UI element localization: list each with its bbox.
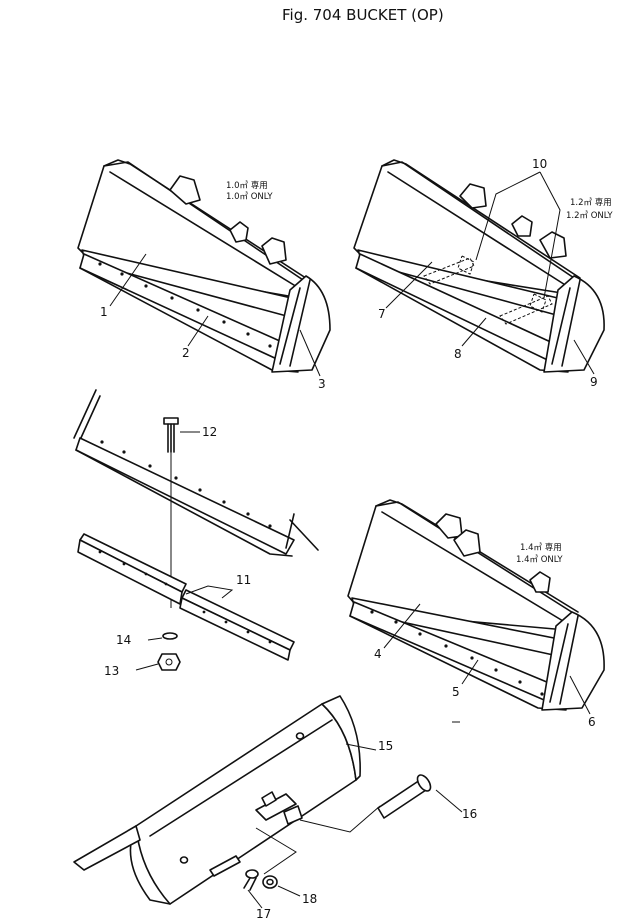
callout-18: 18	[302, 892, 317, 906]
svg-text:1.4㎥ 専用: 1.4㎥ 専用	[520, 542, 562, 553]
svg-text:1.0㎥ ONLY: 1.0㎥ ONLY	[226, 192, 273, 202]
callout-3: 3	[318, 377, 326, 391]
callout-16: 16	[462, 807, 477, 821]
callout-12: 12	[202, 425, 217, 439]
note-1-2: 1.2㎥ 専用 1.2㎥ ONLY	[566, 197, 613, 221]
bucket-1-2	[353, 159, 605, 375]
callout-8: 8	[454, 347, 462, 361]
callout-2: 2	[182, 346, 190, 360]
cutting-edge-detail	[73, 389, 319, 671]
callout-9: 9	[590, 375, 598, 389]
bucket-1-4	[347, 499, 605, 723]
figure-title: Fig. 704 BUCKET (OP)	[282, 6, 444, 24]
svg-text:1.2㎥ 専用: 1.2㎥ 専用	[570, 197, 612, 208]
svg-text:1.2㎥ ONLY: 1.2㎥ ONLY	[566, 211, 613, 221]
bucket-bottom-view	[73, 695, 463, 909]
svg-text:1.4㎥ ONLY: 1.4㎥ ONLY	[516, 555, 563, 565]
svg-text:1.0㎥ 専用: 1.0㎥ 専用	[226, 180, 268, 191]
callout-5: 5	[452, 685, 460, 699]
callout-15: 15	[378, 739, 393, 753]
callout-17: 17	[256, 907, 271, 921]
callout-7: 7	[378, 307, 386, 321]
note-1-0: 1.0㎥ 専用 1.0㎥ ONLY	[226, 180, 273, 202]
callout-4: 4	[374, 647, 382, 661]
callout-11: 11	[236, 573, 251, 587]
callout-14: 14	[116, 633, 131, 647]
callout-1: 1	[100, 305, 108, 319]
callout-13: 13	[104, 664, 119, 678]
bucket-1-0	[77, 159, 331, 377]
callout-10: 10	[532, 157, 547, 171]
note-1-4: 1.4㎥ 専用 1.4㎥ ONLY	[516, 542, 563, 565]
callout-6: 6	[588, 715, 596, 729]
